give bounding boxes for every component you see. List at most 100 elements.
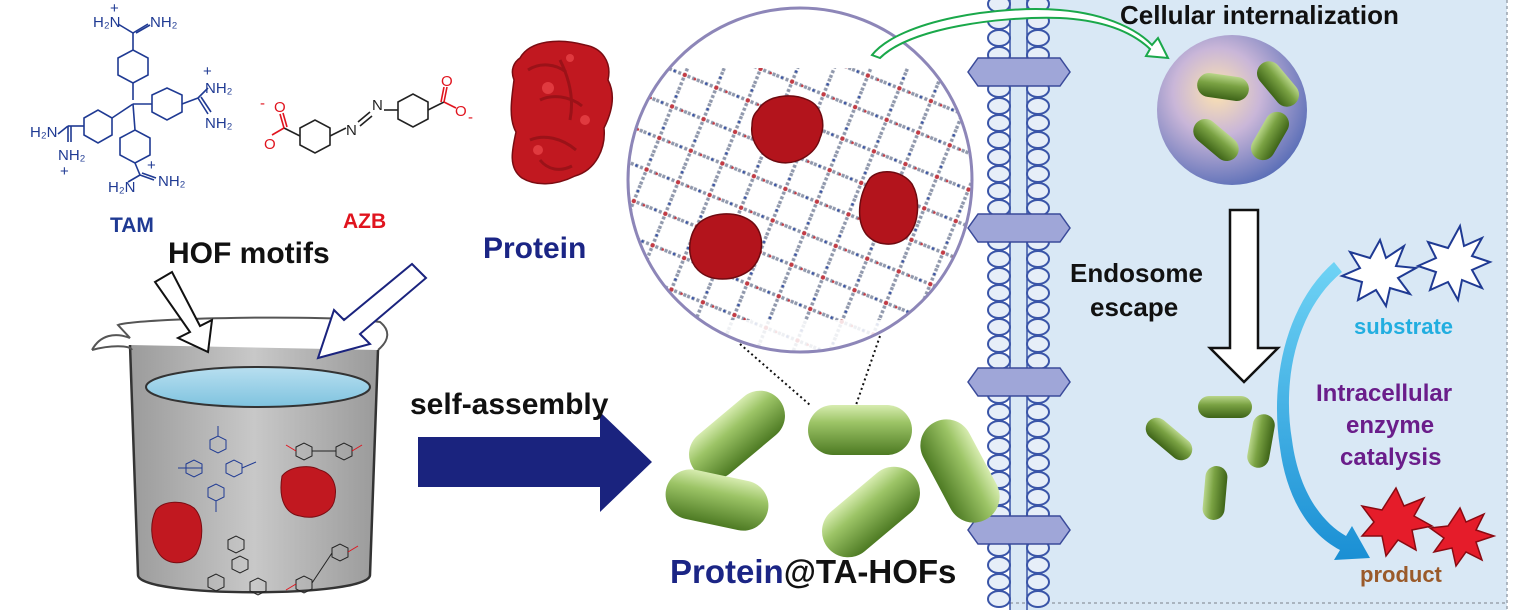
- protein-in-lattice-2: [858, 171, 919, 245]
- lipid-head: [987, 114, 1011, 132]
- lipid-head: [987, 284, 1011, 302]
- protein-in-lattice-1: [751, 95, 824, 164]
- tam-nh2-left: NH₂: [58, 147, 86, 164]
- lipid-head: [987, 131, 1011, 149]
- lipid-head: [1026, 488, 1050, 506]
- lipid-head: [987, 250, 1011, 268]
- zoom-line-right: [855, 335, 881, 406]
- azb-molecule: N N O O - O O -: [260, 73, 473, 154]
- label-protein-part: Protein: [670, 553, 784, 590]
- tam-plus-right: +: [203, 63, 212, 80]
- product-star-1: [1360, 486, 1435, 558]
- lipid-head: [1026, 267, 1050, 285]
- lipid-head: [987, 182, 1011, 200]
- label-azb: AZB: [343, 210, 387, 233]
- label-tam: TAM: [110, 214, 154, 237]
- substrate-star-1: [1339, 237, 1420, 309]
- azb-n2: N: [372, 97, 383, 114]
- tam-molecule: H₂N NH₂ + H₂N NH₂ + + NH₂ NH₂ + H₂N NH₂: [30, 0, 233, 196]
- lipid-head: [987, 335, 1011, 353]
- azb-o-left1: O: [264, 136, 276, 153]
- zoom-line-left: [739, 343, 811, 406]
- lipid-head: [1026, 352, 1050, 370]
- catalysis-arrow: [1276, 262, 1370, 560]
- lipid-head: [1026, 454, 1050, 472]
- azb-o-right1: O: [455, 103, 467, 120]
- azb-o-right2: O: [441, 73, 453, 90]
- lipid-head: [987, 573, 1011, 591]
- label-enzyme: enzyme: [1346, 412, 1435, 439]
- lipid-head: [1026, 250, 1050, 268]
- internalization-arrow: [870, 8, 1170, 60]
- label-hof-part: @TA-HOFs: [783, 553, 957, 590]
- released-rods: [1145, 396, 1275, 520]
- lipid-head: [987, 420, 1011, 438]
- hof-rods: [665, 390, 1000, 558]
- lipid-head: [987, 454, 1011, 472]
- lipid-head: [1026, 29, 1050, 47]
- tam-plus-top: +: [110, 0, 119, 17]
- lipid-head: [1026, 301, 1050, 319]
- lipid-head: [1026, 471, 1050, 489]
- self-assembly-arrow: [418, 412, 652, 512]
- azb-o-left2: O: [274, 99, 286, 116]
- lipid-head: [987, 403, 1011, 421]
- label-cellular-internalization: Cellular internalization: [1120, 0, 1399, 30]
- substrate-star-2: [1415, 223, 1493, 303]
- label-intracellular: Intracellular: [1316, 380, 1453, 407]
- azb-minus-right: -: [468, 109, 473, 126]
- azb-minus-left: -: [260, 95, 265, 112]
- rod-2: [808, 405, 912, 455]
- lipid-head: [1026, 420, 1050, 438]
- tam-plus-bottom: +: [147, 157, 156, 174]
- product-star-2: [1427, 506, 1497, 568]
- lipid-head: [987, 352, 1011, 370]
- protein-in-lattice-3: [689, 213, 763, 280]
- tam-nh2-bottom: NH₂: [158, 173, 186, 190]
- endosome-vesicle: [1157, 35, 1307, 185]
- label-self-assembly: self-assembly: [410, 388, 609, 421]
- lipid-head: [987, 29, 1011, 47]
- lipid-head: [987, 165, 1011, 183]
- hof-motif-arrow-left: [153, 270, 214, 354]
- cell-membrane: [967, 0, 1071, 610]
- label-protein: Protein: [483, 232, 587, 265]
- membrane-protein: [967, 57, 1071, 87]
- tam-plus-left: +: [60, 163, 69, 180]
- membrane-protein: [967, 367, 1071, 397]
- lipid-head: [987, 301, 1011, 319]
- tam-h2n-left: H₂N: [30, 124, 58, 141]
- tam-nh2-top: NH₂: [150, 14, 178, 31]
- tam-h2n-top: H₂N: [93, 14, 121, 31]
- lipid-head: [987, 97, 1011, 115]
- label-catalysis: catalysis: [1340, 444, 1442, 471]
- rod-3: [920, 419, 1000, 523]
- lipid-head: [987, 318, 1011, 336]
- lipid-head: [1026, 114, 1050, 132]
- protein-blob: [510, 40, 614, 185]
- lipid-head: [1026, 131, 1050, 149]
- label-product: product: [1360, 562, 1442, 587]
- membrane-protein: [967, 515, 1071, 545]
- lipid-head: [1026, 165, 1050, 183]
- tam-nh2-right-bottom: NH₂: [205, 115, 233, 132]
- zoom-circle: [626, 6, 974, 354]
- lipid-head: [1026, 590, 1050, 608]
- lipid-head: [987, 267, 1011, 285]
- lipid-head: [1026, 97, 1050, 115]
- label-endosome: Endosome: [1070, 258, 1203, 288]
- endosome-escape-arrow: [1206, 208, 1282, 384]
- lipid-head: [1026, 182, 1050, 200]
- lipid-head: [1026, 318, 1050, 336]
- lipid-head: [1026, 403, 1050, 421]
- tam-nh2-right-top: NH₂: [205, 80, 233, 97]
- hof-motif-arrow-right: [316, 262, 428, 360]
- lipid-head: [987, 437, 1011, 455]
- lipid-head: [987, 556, 1011, 574]
- lipid-head: [1026, 284, 1050, 302]
- lipid-head: [987, 148, 1011, 166]
- lipid-head: [1026, 335, 1050, 353]
- label-substrate: substrate: [1354, 314, 1454, 339]
- lipid-head: [987, 590, 1011, 608]
